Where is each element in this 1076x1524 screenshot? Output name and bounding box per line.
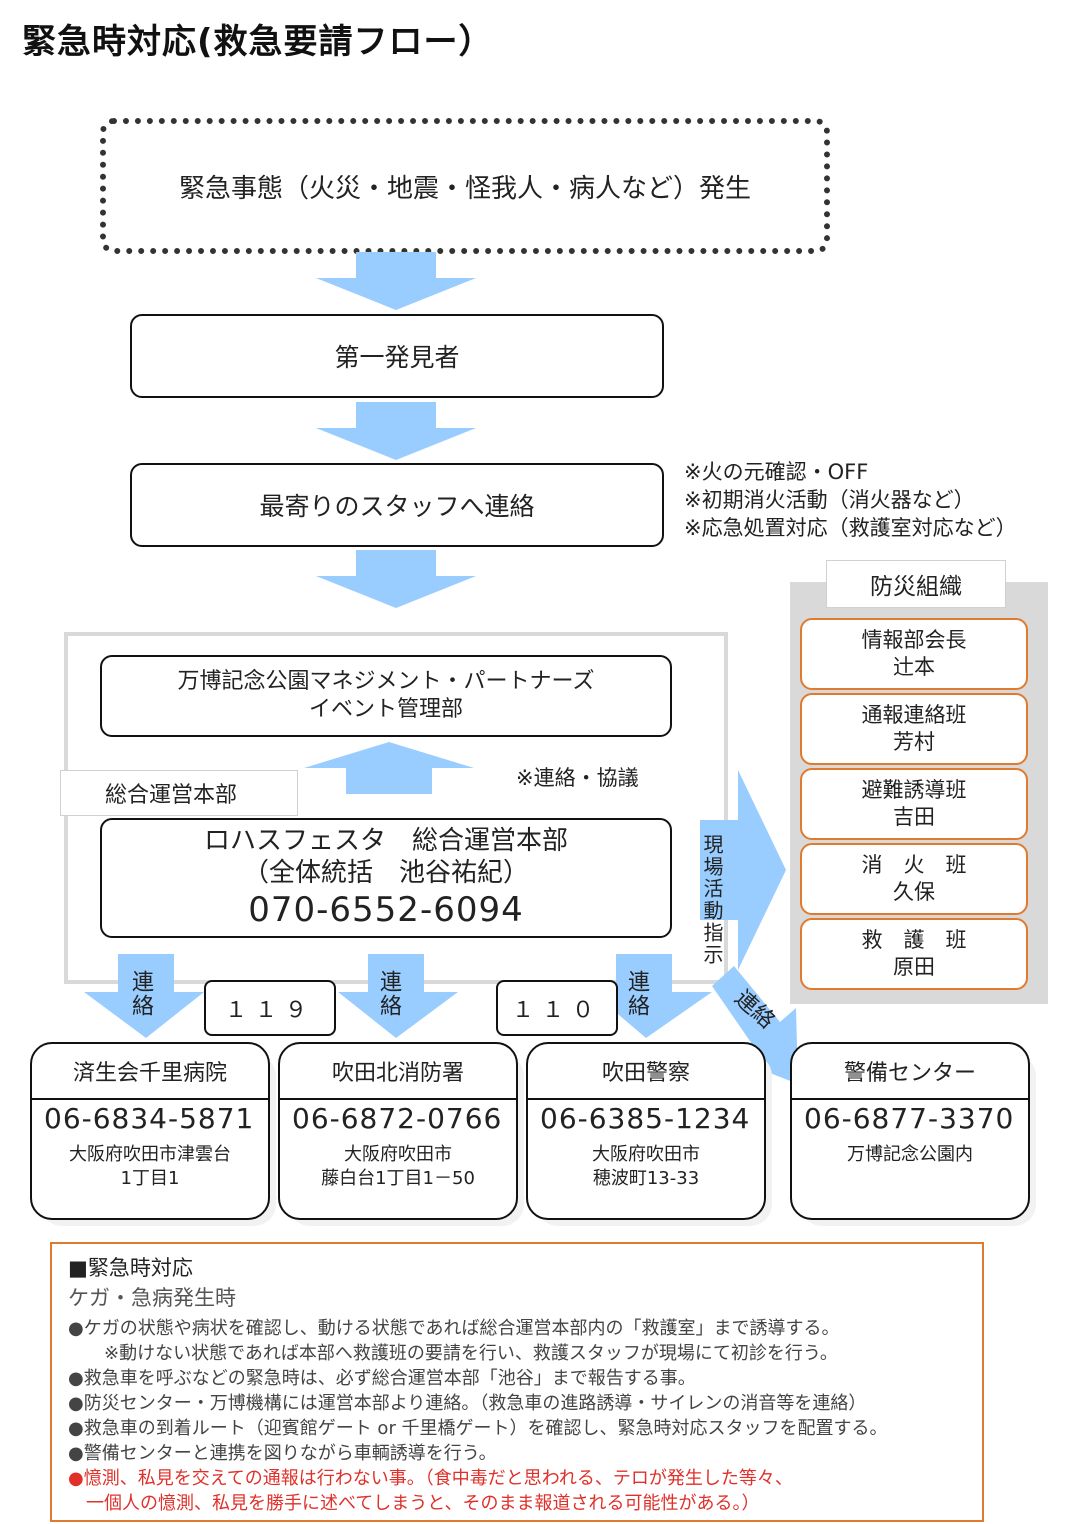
contact-staff-label: 最寄りのスタッフへ連絡 xyxy=(259,492,535,521)
contact-name: 警備センター xyxy=(792,1044,1028,1100)
info-line: ●警備センターと連携を図りながら車輌誘導を行う。 xyxy=(68,1443,497,1464)
info-line: ※動けない状態であれば本部へ救護班の要請を行い、救護スタッフが現場にて初診を行う… xyxy=(68,1343,838,1364)
info-line: ●ケガの状態や病状を確認し、動ける状態であれば総合運営本部内の「救護室」まで誘導… xyxy=(68,1318,840,1339)
management-line1: 万博記念公園マネジメント・パートナーズ xyxy=(177,669,595,694)
hq-box: ロハスフェスタ 総合運営本部 （全体統括 池谷祐紀） 070-6552-6094 xyxy=(100,818,672,938)
contact-name: 吹田北消防署 xyxy=(280,1044,516,1100)
contact-address: 大阪府吹田市津雲台 xyxy=(69,1144,231,1165)
contact-label: 連絡 xyxy=(128,970,153,1018)
management-box: 万博記念公園マネジメント・パートナーズ イベント管理部 xyxy=(100,655,672,737)
note-line: ※初期消火活動（消火器など） xyxy=(684,488,975,512)
org-role: 救 護 班 xyxy=(861,928,967,952)
org-item: 情報部会長 辻本 xyxy=(800,618,1028,690)
org-role: 通報連絡班 xyxy=(861,703,967,727)
arrow-right xyxy=(700,770,786,970)
emergency-box: 緊急事態（火災・地震・怪我人・病人など）発生 xyxy=(100,118,830,254)
page-title: 緊急時対応(救急要請フロー） xyxy=(22,22,494,62)
contact-address: 穂波町13-33 xyxy=(592,1168,700,1189)
org-label: 防災組織 xyxy=(826,560,1006,608)
contact-label: 連絡 xyxy=(624,970,649,1018)
contact-card-security: 警備センター 06-6877-3370 万博記念公園内 xyxy=(790,1042,1030,1220)
contact-card-police: 吹田警察 06-6385-1234 大阪府吹田市穂波町13-33 xyxy=(526,1042,766,1220)
arrow-down-1 xyxy=(316,252,476,310)
contact-name: 吹田警察 xyxy=(528,1044,764,1100)
contact-card-fire: 吹田北消防署 06-6872-0766 大阪府吹田市藤白台1丁目1－50 xyxy=(278,1042,518,1220)
contact-address: 藤白台1丁目1－50 xyxy=(321,1168,475,1189)
discoverer-box: 第一発見者 xyxy=(130,314,664,398)
emergency-info-box: ■緊急時対応 ケガ・急病発生時 ●ケガの状態や病状を確認し、動ける状態であれば総… xyxy=(50,1242,984,1522)
hq-label: 総合運営本部 xyxy=(60,770,298,816)
org-item: 避難誘導班 吉田 xyxy=(800,768,1028,840)
org-role: 消 火 班 xyxy=(861,853,967,877)
contact-phone: 06-6834-5871 xyxy=(44,1102,255,1135)
arrow-down-2 xyxy=(316,402,476,460)
contact-phone: 06-6385-1234 xyxy=(540,1102,751,1135)
contact-phone: 06-6872-0766 xyxy=(292,1102,503,1135)
info-line: ●救急車を呼ぶなどの緊急時は、必ず総合運営本部「池谷」まで報告する事。 xyxy=(68,1368,696,1389)
org-person: 芳村 xyxy=(893,730,935,754)
hq-phone: 070-6552-6094 xyxy=(248,890,524,930)
arrow-down-3 xyxy=(316,550,476,608)
contact-address: 大阪府吹田市 xyxy=(344,1144,452,1165)
hq-line2: （全体統括 池谷祐紀） xyxy=(242,858,529,888)
contact-phone: 06-6877-3370 xyxy=(804,1102,1015,1135)
note-line: ※応急処置対応（救護室対応など） xyxy=(684,516,1017,540)
org-person: 辻本 xyxy=(893,655,935,679)
contact-address: 万博記念公園内 xyxy=(847,1144,973,1165)
emergency-number-119: １１９ xyxy=(204,980,336,1036)
org-person: 吉田 xyxy=(893,805,935,829)
discoverer-label: 第一発見者 xyxy=(334,343,460,372)
info-subheading: ケガ・急病発生時 xyxy=(68,1286,236,1310)
staff-notes: ※火の元確認・OFF ※初期消火活動（消火器など） ※応急処置対応（救護室対応な… xyxy=(684,458,1017,542)
consult-note: ※連絡・協議 xyxy=(516,766,639,790)
arrow-down-police xyxy=(612,954,712,1038)
org-item: 消 火 班 久保 xyxy=(800,843,1028,915)
info-line: ●防災センター・万博機構には運営本部より連絡。（救急車の進路誘導・サイレンの消音… xyxy=(68,1393,867,1414)
management-line2: イベント管理部 xyxy=(308,697,463,722)
contact-address: 1丁目1 xyxy=(120,1168,180,1189)
arrow-up xyxy=(304,742,474,794)
contact-card-hospital: 済生会千里病院 06-6834-5871 大阪府吹田市津雲台 1丁目1 xyxy=(30,1042,270,1220)
contact-name: 済生会千里病院 xyxy=(32,1044,268,1100)
hq-line1: ロハスフェスタ 総合運営本部 xyxy=(203,826,568,856)
org-person: 久保 xyxy=(893,880,935,904)
site-instruction-label: 現場活動指示 xyxy=(700,834,724,966)
org-role: 情報部会長 xyxy=(861,628,967,652)
info-warning: 一個人の憶測、私見を勝手に述べてしまうと、そのまま報道される可能性がある。） xyxy=(68,1493,760,1514)
arrow-down-fire xyxy=(338,954,458,1038)
info-line: ●救急車の到着ルート（迎賓館ゲート or 千里橋ゲート）を確認し、緊急時対応スタ… xyxy=(68,1418,888,1439)
info-heading: ■緊急時対応 xyxy=(68,1256,193,1280)
org-person: 原田 xyxy=(893,955,935,979)
org-item: 通報連絡班 芳村 xyxy=(800,693,1028,765)
org-item: 救 護 班 原田 xyxy=(800,918,1028,990)
emergency-number-110: １１０ xyxy=(496,980,618,1036)
contact-label: 連絡 xyxy=(376,970,401,1018)
contact-address: 大阪府吹田市 xyxy=(592,1144,700,1165)
arrow-down-hospital xyxy=(84,954,204,1038)
contact-staff-box: 最寄りのスタッフへ連絡 xyxy=(130,463,664,547)
arrow-diagonal-security xyxy=(712,966,798,1084)
org-role: 避難誘導班 xyxy=(861,778,967,802)
info-warning: ●憶測、私見を交えての通報は行わない事。（食中毒だと思われる、テロが発生した等々… xyxy=(68,1468,793,1489)
note-line: ※火の元確認・OFF xyxy=(684,460,869,484)
